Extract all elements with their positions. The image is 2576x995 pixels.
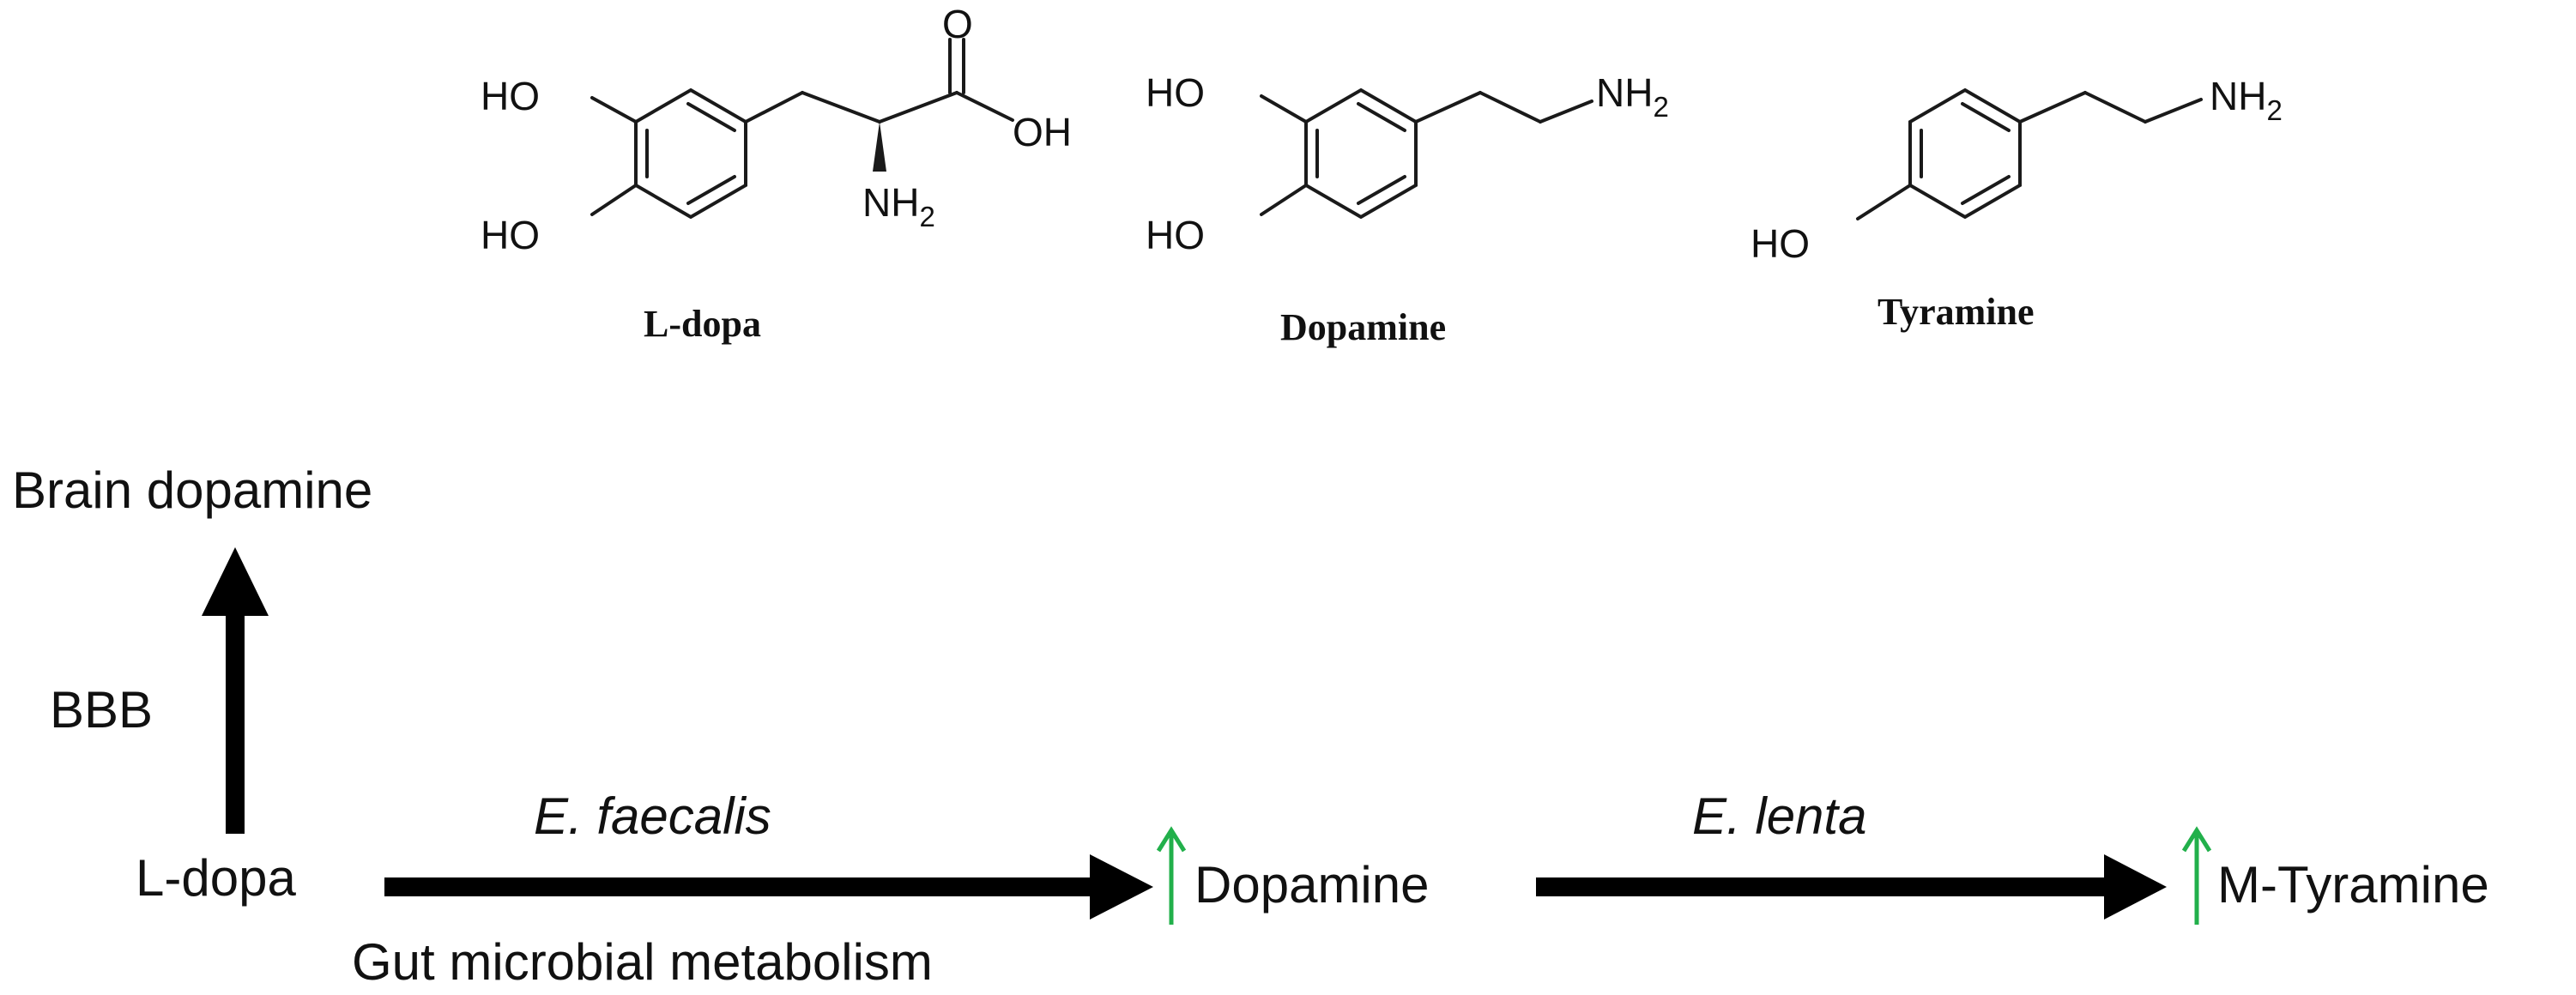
dopamine-structure: HO HO NH2 Dopamine <box>1146 70 1669 348</box>
dopamine-oh-bond <box>1260 94 1308 124</box>
ldopa-oh-top-label: HO <box>481 74 540 118</box>
tyramine-increase-icon-head <box>2181 826 2212 853</box>
dopamine-oh-bottom-label: HO <box>1146 213 1205 257</box>
tyramine-ring-double-bond <box>1961 102 2011 132</box>
ldopa-benzene-ring <box>634 87 747 220</box>
m-tyramine-label: M-Tyramine <box>2217 856 2489 914</box>
ldopa-carbonyl-o-label: O <box>942 2 973 46</box>
ldopa-oh-bottom-label: HO <box>481 213 540 257</box>
ldopa-chain-bond <box>878 91 958 124</box>
ldopa-acid-bond <box>955 91 1014 122</box>
tyramine-oh-bond <box>1856 184 1912 220</box>
dopamine-name: Dopamine <box>1280 306 1446 348</box>
ldopa-acid-oh-label: OH <box>1013 110 1072 154</box>
ldopa-oh-bond <box>590 96 638 124</box>
e-lenta-label: E. lenta <box>1692 787 1866 845</box>
tyramine-structure: HO NH2 Tyramine <box>1751 74 2283 333</box>
e-faecalis-label: E. faecalis <box>534 787 771 845</box>
ldopa-oh-bond <box>590 184 638 216</box>
tyramine-ring-double-bond <box>1961 175 2011 205</box>
ldopa-ring-double-bond <box>686 175 736 205</box>
ldopa-amine-label: NH2 <box>862 180 935 232</box>
bbb-arrow-shaft <box>226 614 245 834</box>
tyramine-name: Tyramine <box>1878 291 2035 333</box>
arrow2-shaft <box>1536 877 2111 896</box>
dopamine-oh-top-label: HO <box>1146 70 1205 115</box>
ldopa-ring-double-bond <box>686 102 736 132</box>
ldopa-name: L-dopa <box>644 303 761 345</box>
dopamine-ring-double-bond <box>1357 102 1406 132</box>
bbb-arrow-head <box>202 547 269 616</box>
tyramine-amine-label: NH2 <box>2210 74 2283 126</box>
dopamine-pathway-label: Dopamine <box>1194 856 1430 914</box>
bbb-label: BBB <box>50 681 153 739</box>
ldopa-structure: HO HO O OH NH2 L-dopa <box>481 2 1072 345</box>
tyramine-benzene-ring <box>1908 87 2022 220</box>
arrow2-head <box>2104 854 2167 920</box>
ldopa-wedge-bond <box>873 122 886 172</box>
dopamine-chain-bond <box>1478 91 1542 124</box>
arrow1-shaft <box>384 877 1097 896</box>
ldopa-chain-bond <box>801 91 881 124</box>
dopamine-oh-bond <box>1260 184 1308 216</box>
brain-dopamine-label: Brain dopamine <box>12 461 372 519</box>
dopamine-chain-bond <box>1539 100 1593 124</box>
tyramine-chain-bond <box>2144 98 2203 124</box>
dopamine-amine-label: NH2 <box>1596 70 1669 123</box>
dopamine-increase-icon-head <box>1156 826 1187 853</box>
pathway: Brain dopamine BBB L-dopa E. faecalis Gu… <box>12 461 2489 991</box>
dopamine-chain-bond <box>1414 91 1482 124</box>
tyramine-chain-bond <box>2083 91 2147 124</box>
arrow1-head <box>1090 854 1153 920</box>
dopamine-ring-double-bond <box>1357 175 1406 205</box>
tyramine-chain-bond <box>2018 91 2087 124</box>
tyramine-oh-label: HO <box>1751 221 1810 266</box>
dopamine-benzene-ring <box>1304 87 1418 220</box>
gut-microbial-metabolism-label: Gut microbial metabolism <box>352 933 933 991</box>
ldopa-chain-bond <box>744 91 804 124</box>
ldopa-pathway-label: L-dopa <box>136 849 296 907</box>
